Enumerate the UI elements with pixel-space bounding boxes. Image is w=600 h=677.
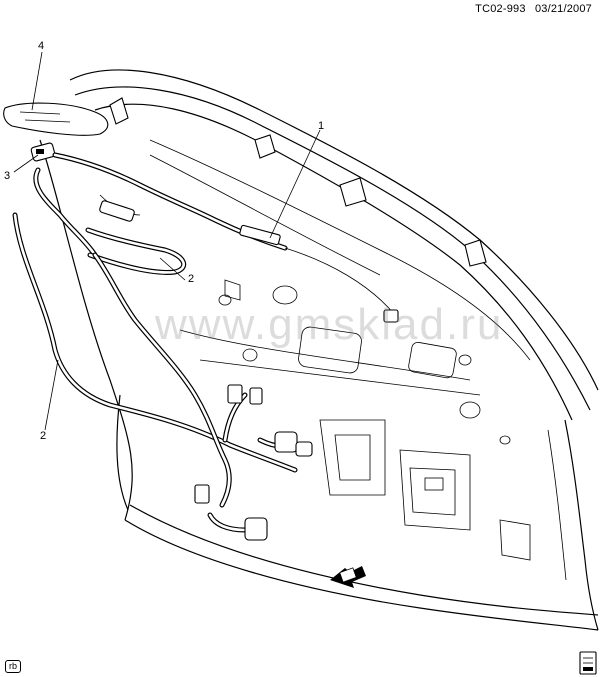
hinge-brackets — [109, 97, 487, 267]
inner-panel-details — [218, 279, 531, 561]
document-symbol-icon — [579, 651, 597, 675]
part-3-connector — [30, 142, 56, 162]
harness-connectors — [99, 200, 399, 541]
callout-3: 3 — [4, 170, 11, 182]
callout-4: 4 — [38, 40, 45, 52]
part-4-component — [3, 102, 109, 136]
forward-arrow-icon — [330, 566, 366, 588]
drawing-id: TC02-993 — [475, 3, 526, 15]
watermark: www.gmsklad.ru — [155, 300, 504, 349]
liftgate-frame — [39, 69, 599, 631]
callout-1: 1 — [318, 120, 325, 132]
drawing-header: TC02-993 03/21/2007 — [469, 3, 592, 15]
callout-2-upper: 2 — [188, 273, 195, 285]
footer-badge: rb — [5, 660, 22, 673]
drawing-date: 03/21/2007 — [534, 3, 592, 15]
callout-leaders — [13, 51, 321, 431]
callout-2-lower: 2 — [40, 430, 47, 442]
